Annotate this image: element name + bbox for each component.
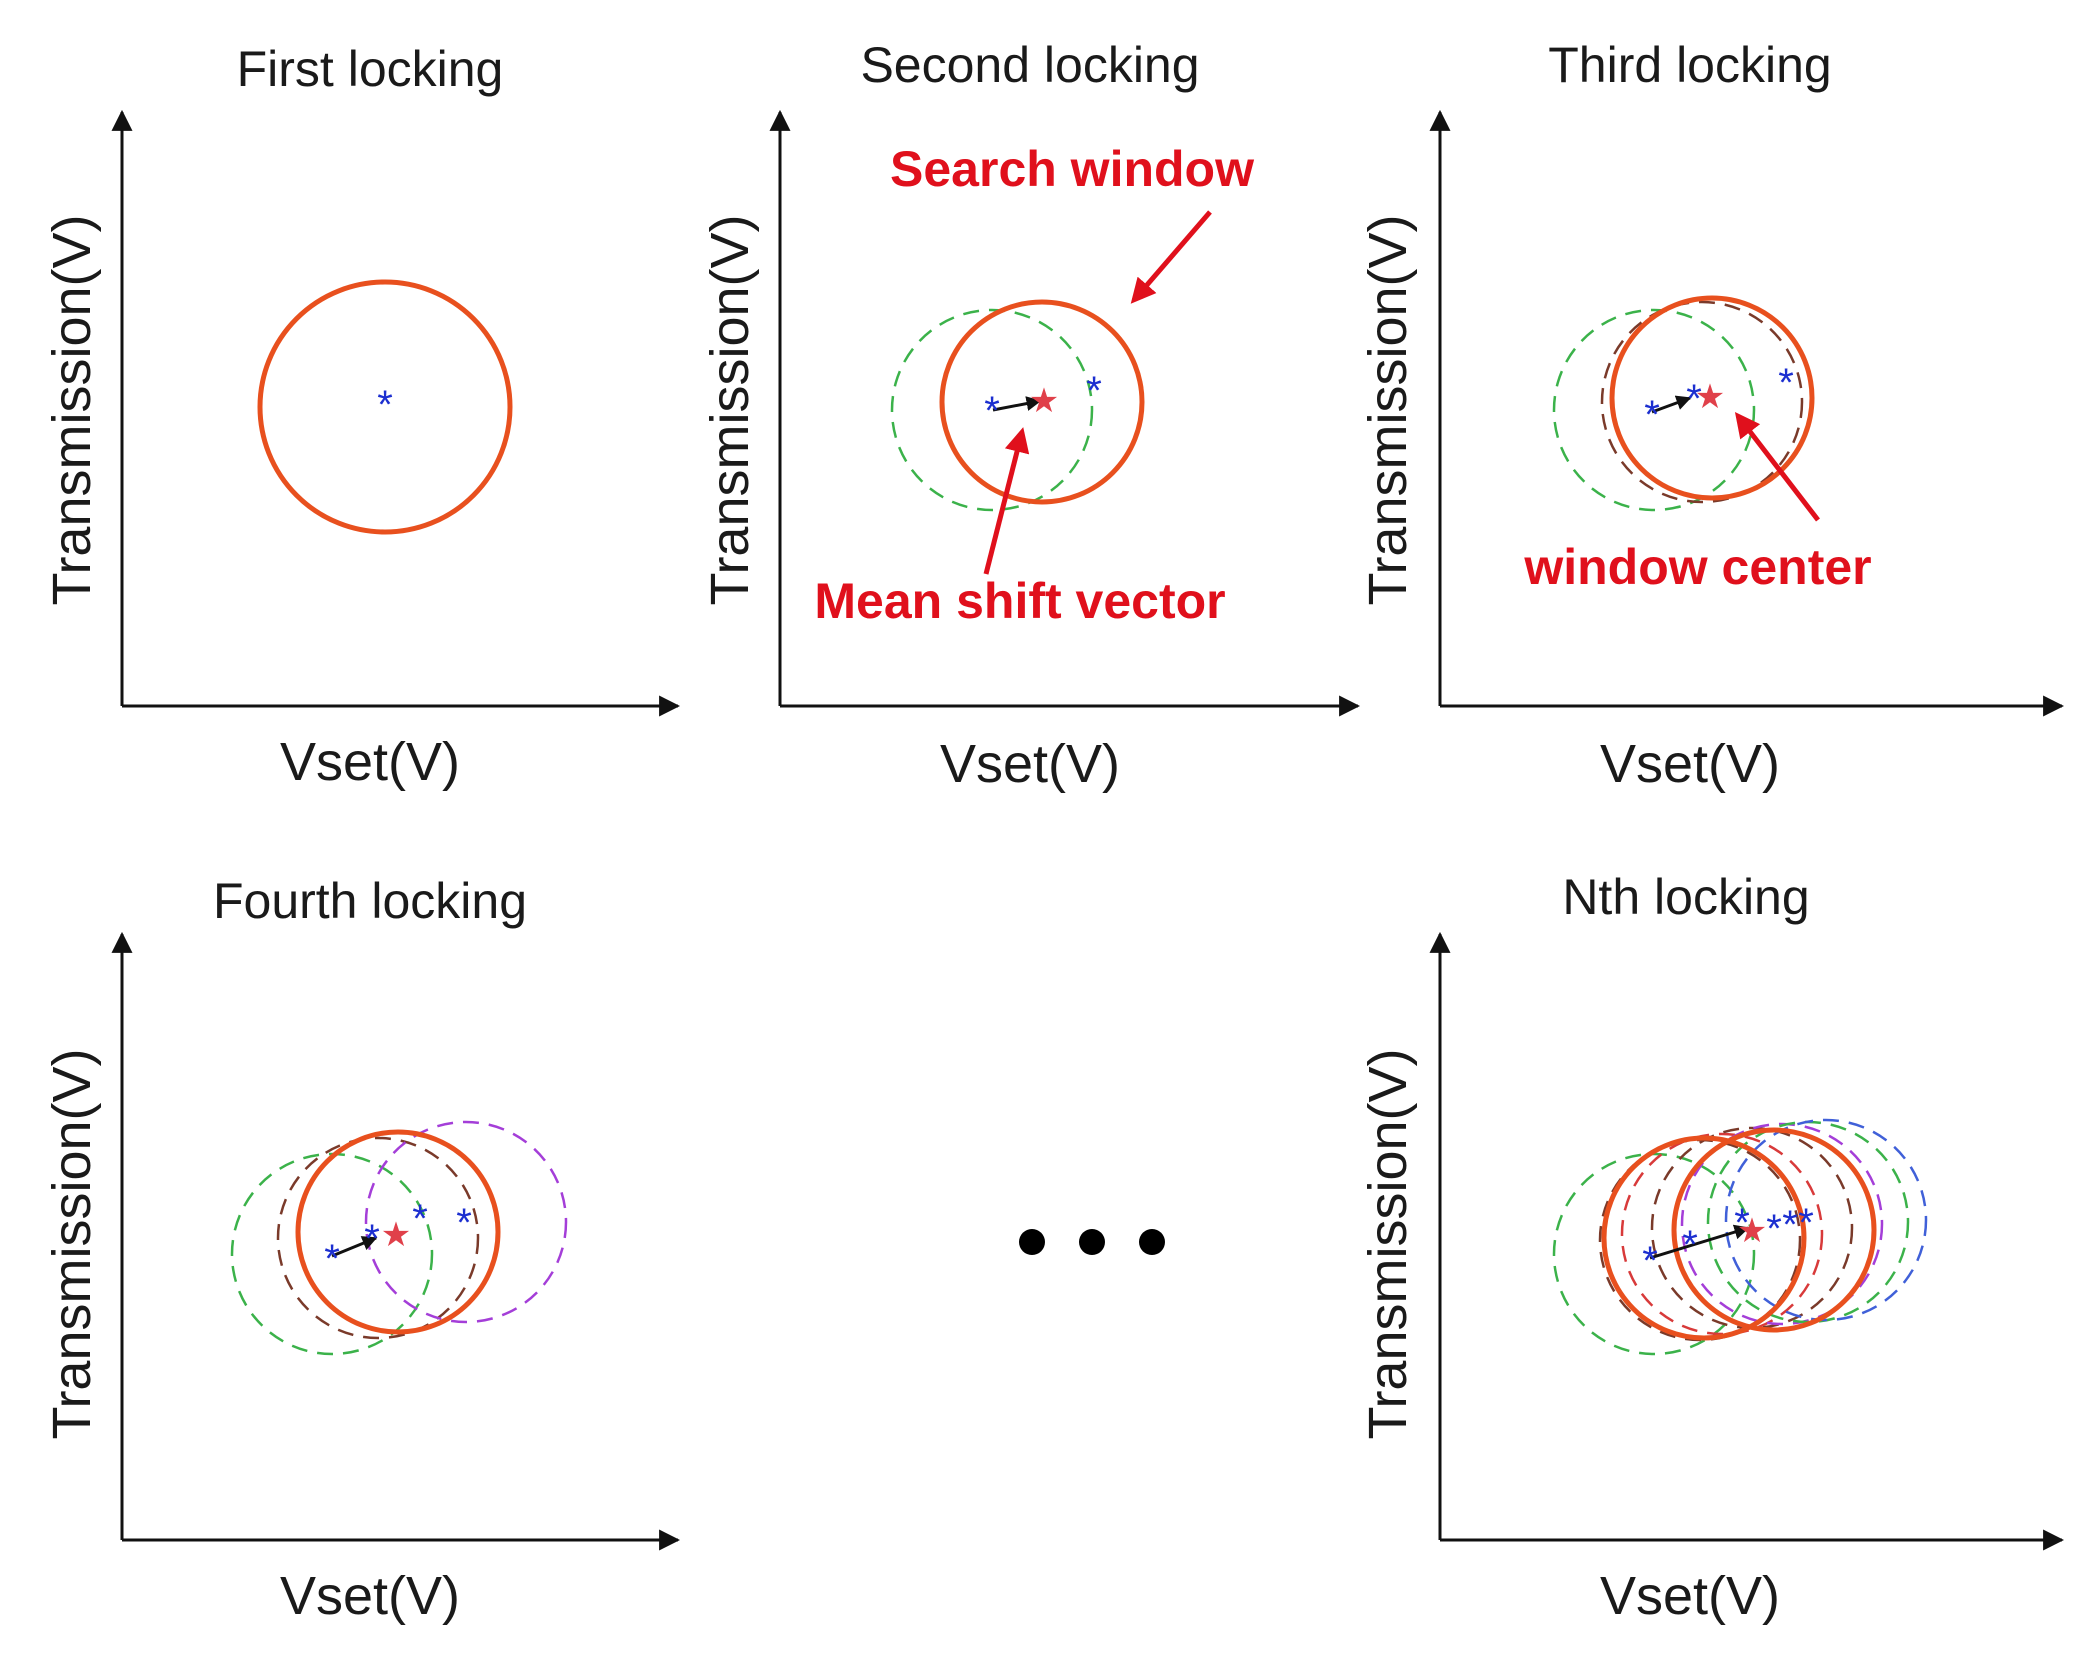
window-center-star: ★: [381, 1216, 411, 1254]
search-window-circle: [257, 279, 513, 535]
data-point-star: *: [1682, 1223, 1698, 1267]
panel-second-locking: Second locking Vset(V) Transmission(V) *…: [700, 37, 1361, 794]
previous-window-circle: [890, 308, 1094, 512]
data-point-star: *: [1734, 1201, 1750, 1245]
svg-text:*: *: [377, 383, 393, 427]
svg-text:*: *: [412, 1197, 428, 1241]
svg-text:★: ★: [1737, 1212, 1767, 1250]
previous-window-circle: [1724, 1118, 1928, 1322]
svg-text:*: *: [1642, 1239, 1658, 1283]
svg-text:★: ★: [1695, 378, 1725, 416]
panel-third-locking: Third locking Vset(V) Transmission(V) * …: [1358, 37, 2065, 794]
data-point-star: *: [1686, 377, 1702, 421]
svg-text:*: *: [1686, 377, 1702, 421]
svg-text:*: *: [1682, 1223, 1698, 1267]
search-window-circle: [1671, 1127, 1877, 1333]
x-axis-label: Vset(V): [1600, 1566, 1780, 1626]
annotation-search-window: Search window: [890, 141, 1254, 197]
data-point-star: *: [412, 1197, 428, 1241]
y-axis-label: Transmission(V): [42, 1048, 102, 1439]
data-point-star: *: [377, 383, 393, 427]
annotation-window-center: window center: [1523, 539, 1871, 595]
y-axis-label: Transmission(V): [1358, 214, 1418, 605]
previous-window-circle: [1680, 1122, 1884, 1326]
data-point-star: *: [324, 1237, 340, 1281]
data-point-star: *: [364, 1217, 380, 1261]
data-point-star: *: [1782, 1203, 1798, 1247]
search-window-circle: [939, 299, 1145, 505]
panel-title: Fourth locking: [213, 873, 527, 929]
x-axis-label: Vset(V): [940, 734, 1120, 794]
previous-window-circle: [1552, 308, 1756, 512]
annotation-arrow-search-window: [1130, 210, 1212, 304]
mean-shift-vector-arrow: [992, 396, 1042, 412]
svg-text:*: *: [1782, 1203, 1798, 1247]
search-window-circle: [1609, 295, 1815, 501]
window-center-star: ★: [1737, 1212, 1767, 1250]
svg-text:*: *: [1086, 369, 1102, 413]
x-axis-label: Vset(V): [280, 1566, 460, 1626]
search-window-circle: [1601, 1135, 1807, 1341]
svg-text:★: ★: [381, 1216, 411, 1254]
panel-first-locking: First locking Vset(V) Transmission(V) *: [42, 41, 681, 792]
svg-text:*: *: [1766, 1207, 1782, 1251]
svg-text:*: *: [1798, 1201, 1814, 1245]
window-center-star: ★: [1029, 382, 1059, 420]
previous-window-circle: [364, 1120, 568, 1324]
search-window-circle: [295, 1129, 501, 1335]
data-point-star: *: [1798, 1201, 1814, 1245]
data-point-star: *: [1642, 1239, 1658, 1283]
window-center-star: ★: [1695, 378, 1725, 416]
svg-text:*: *: [984, 389, 1000, 433]
panel-title: Second locking: [860, 37, 1199, 93]
svg-text:*: *: [364, 1217, 380, 1261]
panel-nth-locking: Nth locking Vset(V) Transmission(V) * * …: [1358, 869, 2065, 1626]
data-point-star: *: [1766, 1207, 1782, 1251]
panel-title: Third locking: [1548, 37, 1831, 93]
ellipsis-icon: [1019, 1229, 1165, 1255]
svg-text:*: *: [1778, 361, 1794, 405]
mean-shift-vector-arrow: [1651, 395, 1692, 414]
data-point-star: *: [456, 1201, 472, 1245]
data-point-star: *: [1644, 393, 1660, 437]
x-axis-label: Vset(V): [280, 732, 460, 792]
y-axis-label: Transmission(V): [1358, 1048, 1418, 1439]
svg-text:*: *: [324, 1237, 340, 1281]
svg-text:★: ★: [1029, 382, 1059, 420]
svg-text:*: *: [456, 1201, 472, 1245]
panel-fourth-locking: Fourth locking Vset(V) Transmission(V) *…: [42, 873, 681, 1626]
data-point-star: *: [1778, 361, 1794, 405]
data-point-star: *: [1086, 369, 1102, 413]
y-axis-label: Transmission(V): [700, 214, 760, 605]
mean-shift-vector-arrow: [331, 1236, 378, 1258]
x-axis-label: Vset(V): [1600, 734, 1780, 794]
previous-window-circle: [1600, 300, 1804, 504]
panel-title: Nth locking: [1562, 869, 1809, 925]
annotation-arrow-window-center: [1734, 412, 1820, 522]
mean-shift-vector-arrow: [1649, 1224, 1750, 1260]
y-axis-label: Transmission(V): [42, 214, 102, 605]
svg-text:*: *: [1734, 1201, 1750, 1245]
data-point-star: *: [984, 389, 1000, 433]
annotation-mean-shift-vector: Mean shift vector: [814, 573, 1225, 629]
annotation-arrow-mean-shift: [983, 427, 1030, 575]
svg-text:*: *: [1644, 393, 1660, 437]
panel-title: First locking: [237, 41, 504, 97]
previous-window-circle: [276, 1136, 480, 1340]
